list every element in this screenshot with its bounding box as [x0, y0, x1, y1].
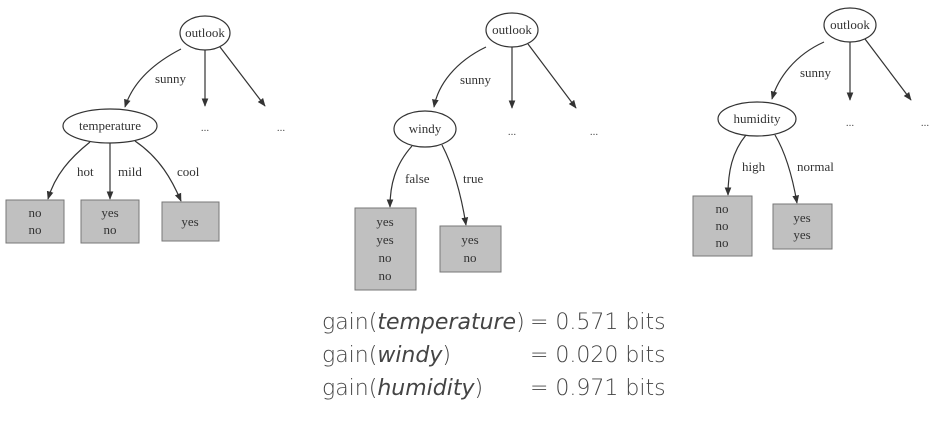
leaf-class: yes	[793, 210, 810, 225]
leaf-class: no	[716, 235, 729, 250]
node-windy	[393, 110, 457, 148]
leaf-class: yes	[376, 232, 393, 247]
leaf-class: no	[716, 201, 729, 216]
tree-windy: outlook sunny ... ... windy false true y…	[354, 12, 599, 291]
edge-label-normal: normal	[797, 159, 834, 174]
leaf-class: no	[379, 250, 392, 265]
leaf-mild: yes no	[80, 199, 140, 244]
gain-value: = 0.571 bits	[530, 310, 666, 335]
gain-expression: gain(windy)	[322, 339, 451, 372]
leaf-class: yes	[181, 214, 198, 229]
edge-sunny	[770, 41, 825, 100]
gain-value: = 0.020 bits	[530, 343, 666, 368]
leaf-class: no	[104, 222, 117, 237]
gain-expression: gain(humidity)	[322, 372, 483, 405]
edge-high	[724, 134, 747, 196]
edge-other-2	[527, 43, 577, 109]
ellipsis-branch-1: ...	[201, 122, 210, 134]
root-node-label: outlook	[185, 25, 225, 40]
edge-label-sunny: sunny	[155, 71, 187, 86]
gain-function: gain(	[322, 376, 378, 401]
edge-label-false: false	[405, 171, 430, 186]
tree-humidity: outlook sunny ... ... humidity high norm…	[692, 7, 930, 257]
edge-label-true: true	[463, 171, 483, 186]
node-label-humidity: humidity	[734, 111, 781, 126]
leaf-class: yes	[461, 232, 478, 247]
leaf-class: no	[464, 250, 477, 265]
leaf-class: yes	[101, 205, 118, 220]
edge-label-mild: mild	[118, 164, 142, 179]
gain-attribute: humidity	[377, 376, 475, 401]
gain-value: = 0.971 bits	[530, 376, 666, 401]
leaf-class: yes	[793, 227, 810, 242]
gain-expression: gain(temperature)	[322, 306, 525, 339]
ellipsis-branch-2: ...	[921, 117, 930, 129]
ellipsis-branch-1: ...	[508, 126, 517, 138]
edge-cool	[134, 140, 182, 202]
leaf-hot: no no	[5, 199, 65, 244]
edge-normal	[774, 134, 800, 204]
edge-true	[441, 144, 469, 226]
gain-close-paren: )	[474, 376, 484, 401]
leaf-high: no no no	[692, 195, 753, 257]
edge-other-2	[219, 46, 266, 107]
node-label-temperature: temperature	[79, 118, 141, 133]
edge-label-sunny: sunny	[460, 72, 492, 87]
edge-label-cool: cool	[177, 164, 200, 179]
node-label-windy: windy	[409, 121, 442, 136]
gain-close-paren: )	[516, 310, 525, 335]
leaf-class: no	[29, 205, 42, 220]
gain-function: gain(	[322, 343, 378, 368]
gain-close-paren: )	[442, 343, 451, 368]
gain-function: gain(	[322, 310, 378, 335]
edge-false	[386, 145, 413, 208]
leaf-cool: yes	[161, 201, 220, 242]
leaf-normal: yes yes	[772, 203, 833, 250]
edge-label-hot: hot	[77, 164, 94, 179]
leaf-false: yes yes no no	[354, 207, 417, 291]
tree-temperature: outlook sunny ... ... temperature hot mi…	[5, 15, 286, 244]
leaf-class: yes	[376, 214, 393, 229]
edge-hot	[46, 141, 91, 200]
root-node-label: outlook	[492, 22, 532, 37]
ellipsis-branch-2: ...	[590, 126, 599, 138]
edge-label-high: high	[742, 159, 766, 174]
leaf-class: no	[716, 218, 729, 233]
edge-other-2	[864, 38, 912, 101]
decision-tree-diagrams: outlook sunny ... ... temperature hot mi…	[5, 7, 930, 291]
leaf-class: no	[379, 268, 392, 283]
gain-attribute: windy	[377, 343, 443, 368]
gain-attribute: temperature	[377, 310, 517, 335]
leaf-class: no	[29, 222, 42, 237]
leaf-true: yes no	[439, 225, 502, 273]
ellipsis-branch-1: ...	[846, 117, 855, 129]
node-humidity	[717, 101, 797, 137]
edge-sunny	[432, 46, 487, 108]
edge-sunny	[124, 48, 182, 108]
root-node-label: outlook	[830, 17, 870, 32]
ellipsis-branch-2: ...	[277, 122, 286, 134]
edge-label-sunny: sunny	[800, 65, 832, 80]
